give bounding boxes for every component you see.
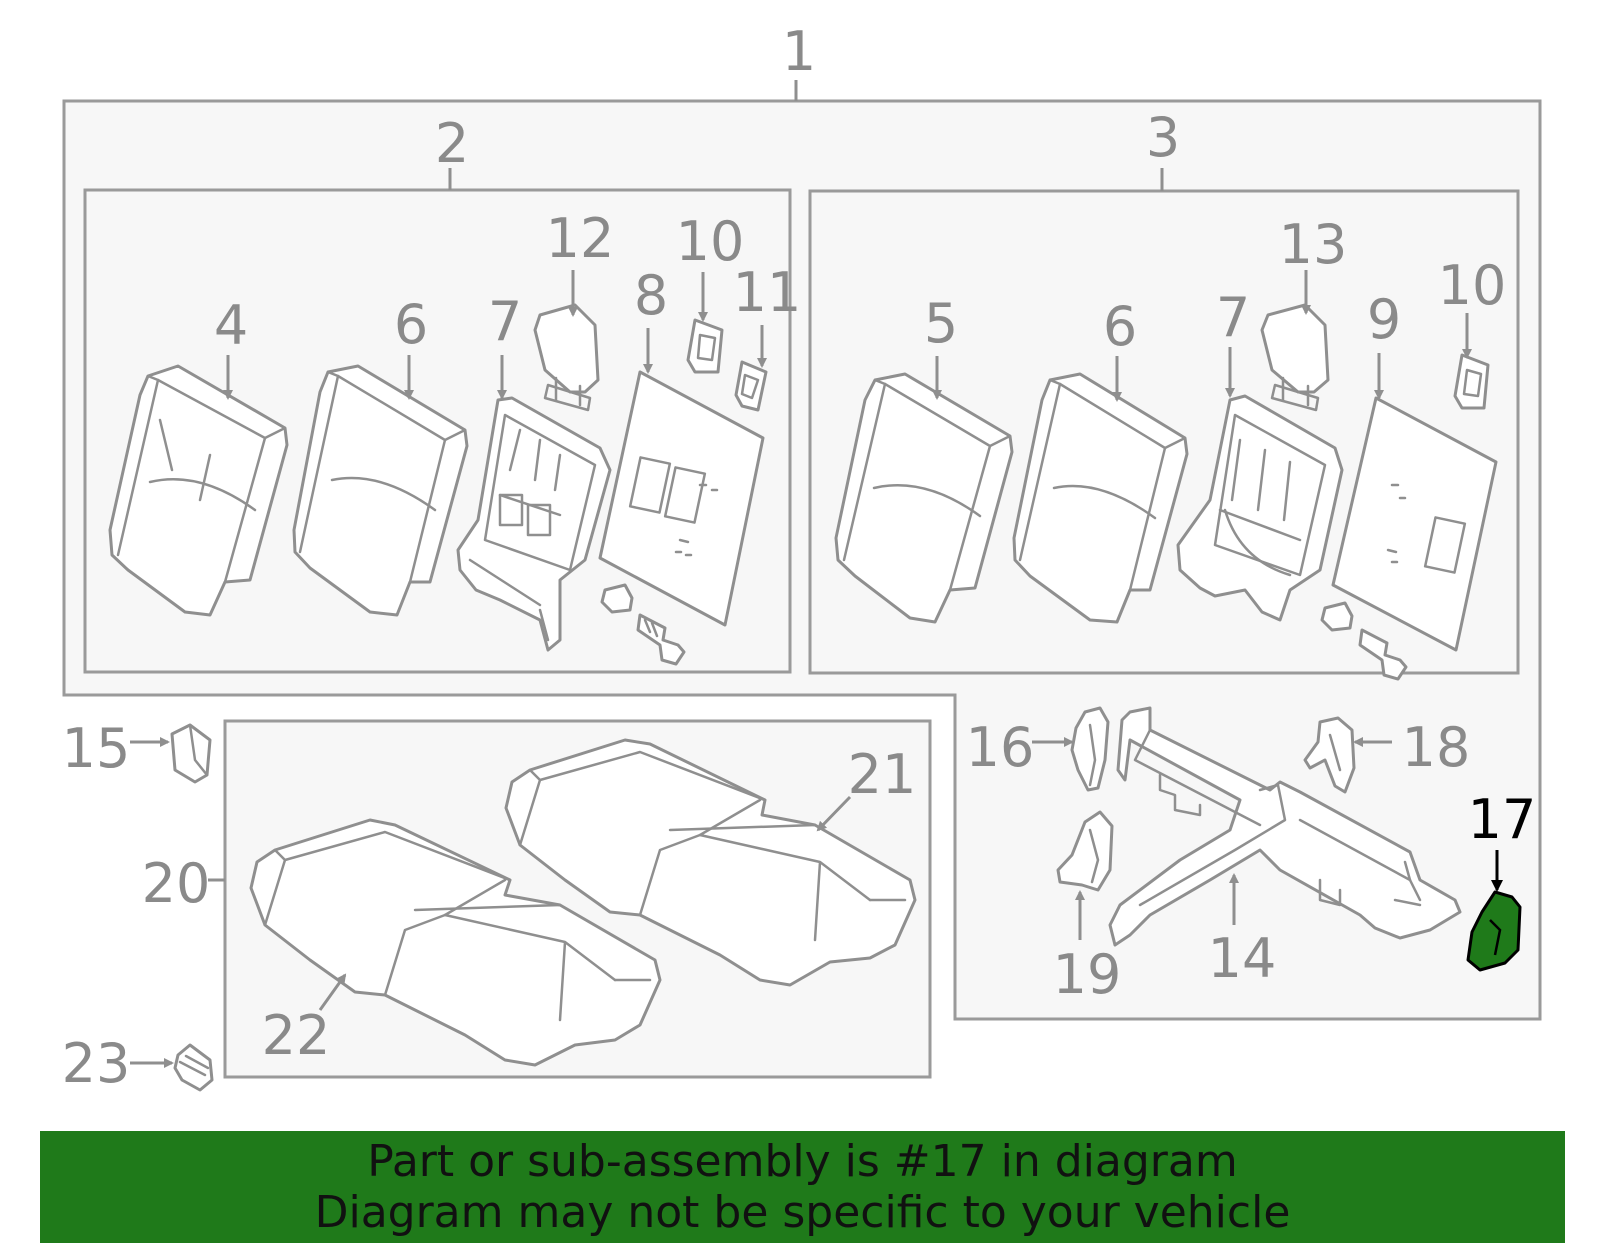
clip-23 xyxy=(173,1043,214,1092)
seatback-frame-7-left xyxy=(456,396,612,652)
bushing-left xyxy=(600,583,634,614)
callout-10-right: 10 xyxy=(1438,254,1507,317)
callout-22: 22 xyxy=(262,1004,331,1067)
seatback-cover-6-left xyxy=(292,364,469,617)
banner-line-2: Diagram may not be specific to your vehi… xyxy=(314,1187,1291,1238)
cover-11 xyxy=(734,360,768,412)
banner-line-1: Part or sub-assembly is #17 in diagram xyxy=(367,1136,1238,1187)
cover-19 xyxy=(1056,810,1114,892)
callout-17: 17 xyxy=(1468,788,1537,851)
callout-14: 14 xyxy=(1208,927,1277,990)
back-panel-8 xyxy=(598,370,765,627)
callout-8: 8 xyxy=(634,264,668,327)
callout-15: 15 xyxy=(62,717,131,780)
callout-11: 11 xyxy=(733,261,802,324)
seat-frame-14 xyxy=(1108,706,1462,947)
leader-arrows xyxy=(130,270,1503,1068)
callout-5: 5 xyxy=(924,292,958,355)
callout-3: 3 xyxy=(1146,106,1180,169)
seatback-cover-6-right xyxy=(1012,372,1189,624)
bolt-left xyxy=(636,613,686,666)
callout-13: 13 xyxy=(1279,213,1348,276)
bushing-right xyxy=(1320,601,1354,632)
callout-9: 9 xyxy=(1367,288,1401,351)
callout-2: 2 xyxy=(435,112,469,175)
callout-19: 19 xyxy=(1053,943,1122,1006)
info-banner: Part or sub-assembly is #17 in diagram D… xyxy=(40,1131,1565,1243)
callout-12: 12 xyxy=(546,207,615,270)
headrest-13 xyxy=(1260,303,1330,412)
cushion-21 xyxy=(504,738,917,987)
callout-21: 21 xyxy=(848,743,917,806)
callout-6-left: 6 xyxy=(394,293,428,356)
callout-18: 18 xyxy=(1402,716,1471,779)
seatback-frame-7-right xyxy=(1176,394,1344,622)
callout-7-right: 7 xyxy=(1216,286,1250,349)
bracket-18 xyxy=(1303,716,1356,794)
callout-23: 23 xyxy=(62,1032,131,1095)
highlighted-part-17 xyxy=(1466,890,1522,972)
bracket-16 xyxy=(1070,706,1110,792)
callout-20: 20 xyxy=(142,852,211,915)
clip-15 xyxy=(170,723,212,784)
callout-7-left: 7 xyxy=(488,290,522,353)
latch-cover-10-right xyxy=(1453,353,1490,410)
callout-16: 16 xyxy=(966,716,1035,779)
bolt-right xyxy=(1358,628,1408,681)
headrest-12 xyxy=(533,303,600,412)
callout-6-right: 6 xyxy=(1103,295,1137,358)
callout-10-left: 10 xyxy=(676,210,745,273)
latch-cover-10-left xyxy=(686,318,724,374)
callout-1: 1 xyxy=(782,20,816,83)
callout-4: 4 xyxy=(214,294,248,357)
back-panel-9 xyxy=(1331,396,1498,652)
cushion-22 xyxy=(249,818,662,1067)
seatback-pad-4 xyxy=(108,364,289,617)
seatback-pad-5 xyxy=(834,372,1014,624)
